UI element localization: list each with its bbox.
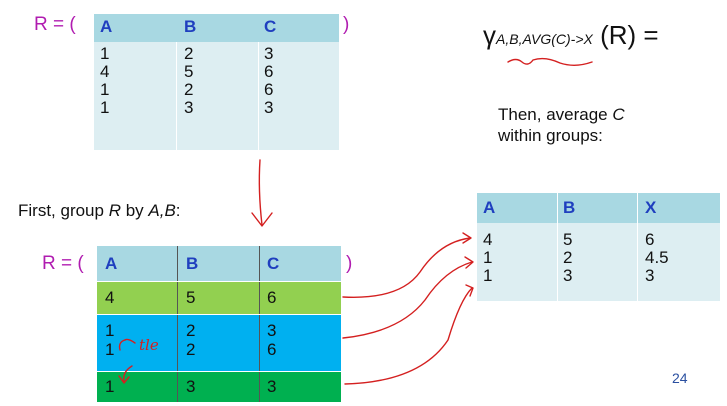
table-cell: 5	[184, 62, 194, 81]
table-cell: 4	[105, 288, 115, 307]
table-body: 4 5 6 1 2 4.5 1 3 3	[477, 223, 720, 301]
table-cell: 4	[100, 62, 110, 81]
table-cell: 6	[264, 62, 274, 81]
first-ab: A,B	[148, 201, 176, 220]
then-line2: within groups:	[498, 126, 603, 145]
table-cell: 3	[645, 266, 655, 285]
then-line1: Then, average	[498, 105, 613, 124]
table-header: A B C	[94, 14, 339, 42]
table-cell: 1	[100, 44, 110, 63]
table-header: A B C	[97, 246, 341, 281]
table-cell: 2	[184, 44, 194, 63]
handwritten-note: tle	[139, 336, 159, 354]
table-cell: 2	[186, 340, 196, 359]
table-cell: 1	[105, 377, 115, 396]
table-cell: 3	[184, 98, 194, 117]
first-group-text: First, group R by A,B:	[18, 201, 181, 221]
result-table: A B X 4 5 6 1 2 4.5 1 3 3	[477, 193, 720, 301]
relation-table-top: A B C 1 2 3 4 5 6 1 2 6 1 3 3	[94, 14, 339, 150]
first-r: R	[108, 201, 121, 220]
curve-arrow-icon	[342, 237, 471, 298]
table-cell: 1	[483, 248, 493, 267]
group-block-2: 1 2 3 1 2 6	[97, 314, 341, 371]
down-arrow-icon	[258, 159, 263, 226]
table-cell: 4.5	[645, 248, 669, 267]
relation-label-top: R = (	[34, 14, 76, 35]
first-mid: by	[120, 201, 149, 220]
close-paren-top: )	[343, 14, 350, 35]
table-cell: 1	[483, 266, 493, 285]
header-a: A	[105, 254, 118, 273]
grouped-table: A B C 4 5 6 1 2 3 1 2 6 1 3 3	[97, 246, 341, 402]
table-cell: 1	[105, 340, 115, 359]
table-cell: 5	[563, 230, 573, 249]
header-a: A	[483, 198, 496, 217]
close-paren-grouped: )	[346, 253, 353, 274]
header-x: X	[645, 198, 657, 217]
header-b: B	[186, 254, 199, 273]
table-cell: 3	[267, 377, 277, 396]
subscript-underline	[507, 57, 593, 66]
group-block-3: 1 3 3	[97, 371, 341, 402]
first-post: :	[175, 201, 181, 220]
table-cell: 3	[267, 321, 277, 340]
table-cell: 6	[645, 230, 655, 249]
gamma-expression: γA,B,AVG(C)->X (R) =	[483, 20, 659, 51]
gamma-subscript: A,B,AVG(C)->X	[496, 31, 593, 47]
table-cell: 3	[264, 44, 274, 63]
table-cell: 3	[563, 266, 573, 285]
table-header: A B X	[477, 193, 720, 223]
page-number: 24	[672, 370, 688, 386]
curve-arrow-icon	[344, 287, 473, 385]
header-b: B	[184, 17, 197, 36]
header-a: A	[100, 17, 113, 36]
table-cell: 6	[267, 340, 277, 359]
curve-arrow-icon	[342, 261, 473, 339]
table-cell: 4	[483, 230, 493, 249]
table-cell: 6	[267, 288, 277, 307]
relation-label-grouped: R = (	[42, 253, 84, 274]
table-cell: 3	[186, 377, 196, 396]
then-average-text: Then, average C within groups:	[498, 104, 625, 146]
header-b: B	[563, 198, 576, 217]
table-cell: 3	[264, 98, 274, 117]
gamma-symbol: γ	[483, 20, 496, 50]
table-cell: 6	[264, 80, 274, 99]
table-cell: 2	[563, 248, 573, 267]
gamma-rest: (R) =	[592, 20, 659, 50]
first-pre: First, group	[18, 201, 109, 220]
header-c: C	[264, 17, 277, 36]
table-body: 1 2 3 4 5 6 1 2 6 1 3 3	[94, 42, 339, 150]
group-block-1: 4 5 6	[97, 281, 341, 314]
table-cell: 2	[186, 321, 196, 340]
table-cell: 1	[105, 321, 115, 340]
table-cell: 5	[186, 288, 196, 307]
table-cell: 1	[100, 80, 110, 99]
header-c: C	[267, 254, 280, 273]
table-cell: 1	[100, 98, 110, 117]
then-c: C	[612, 105, 625, 124]
table-cell: 2	[184, 80, 194, 99]
